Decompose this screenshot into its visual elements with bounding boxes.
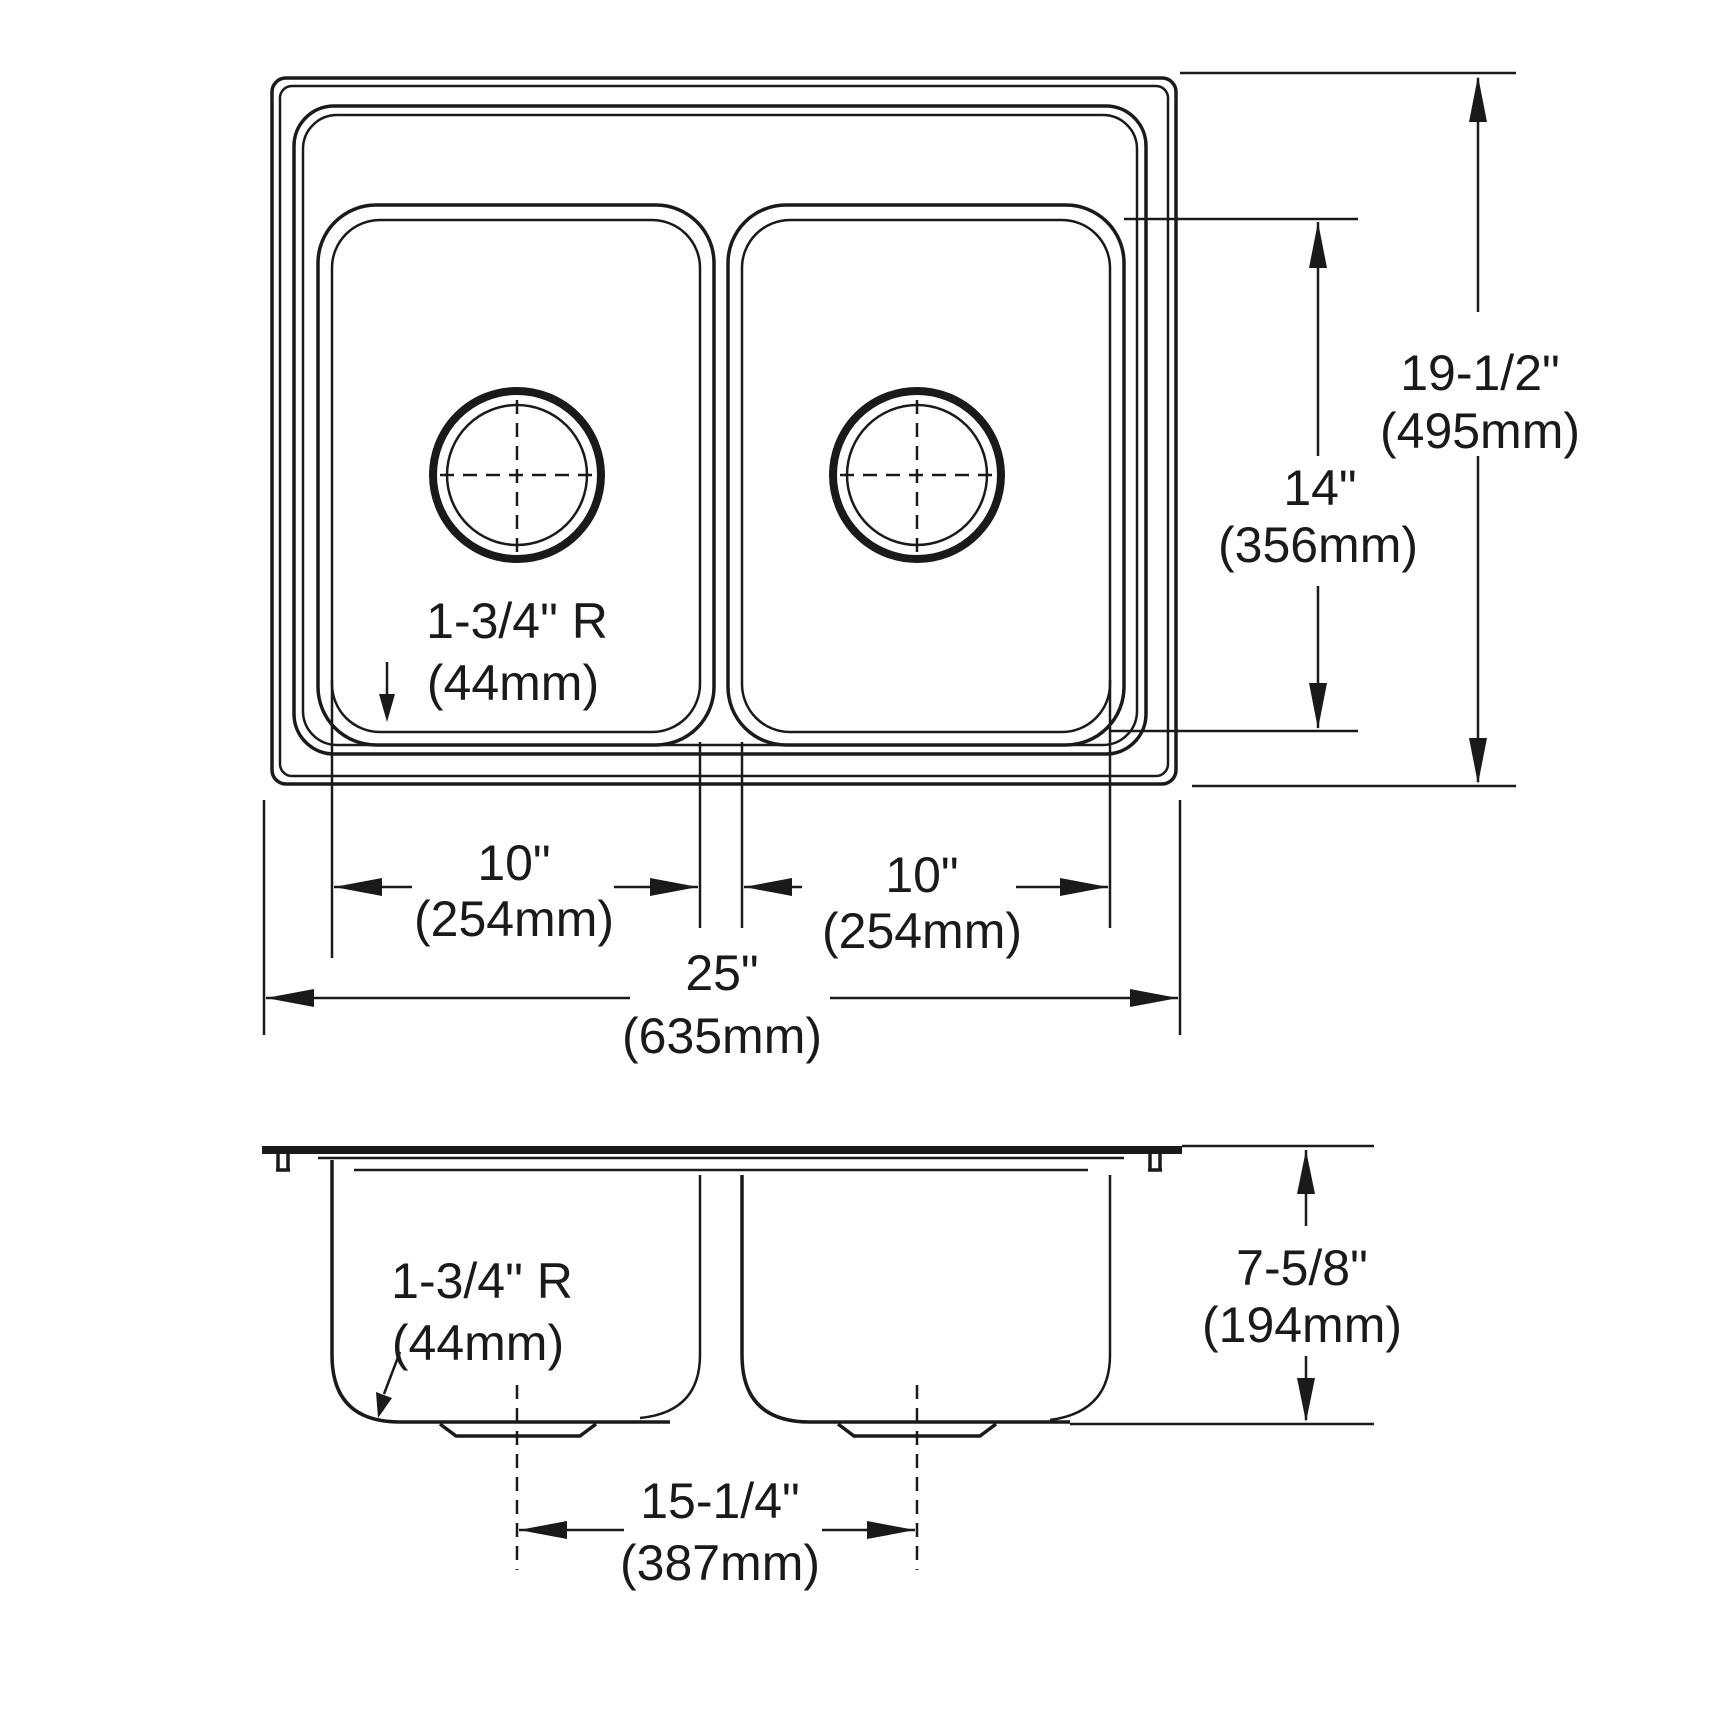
sink-outer-rim-inner-line <box>278 84 1170 778</box>
arrow-left-icon <box>744 878 792 896</box>
sink-deck-inner-line <box>301 113 1139 747</box>
right-mounting-clip-icon <box>1148 1150 1162 1172</box>
arrow-up-icon <box>1309 222 1327 268</box>
arrow-up-icon <box>1469 76 1487 122</box>
drain-spacing-inch: 15-1/4" <box>640 1473 800 1529</box>
bowl-height-mm: (194mm) <box>1202 1297 1402 1353</box>
right-drain-icon <box>829 387 1005 563</box>
left-bowl-outer <box>316 203 716 747</box>
bowl-width-dimensions: 10" (254mm) 10" (254mm) <box>330 680 1112 959</box>
arrow-left-icon <box>334 878 382 896</box>
corner-radius-top-inch: 1-3/4" R <box>426 593 608 649</box>
radius-arrow-icon <box>379 694 395 722</box>
left-bowl-inner <box>330 218 702 734</box>
arrow-right-icon <box>650 878 698 896</box>
arrow-left-icon <box>266 989 314 1007</box>
left-bowl-profile <box>330 1160 670 1424</box>
arrow-down-icon <box>1297 1378 1315 1422</box>
overall-width-mm: (635mm) <box>622 1008 822 1064</box>
corner-radius-side-mm: (44mm) <box>392 1315 564 1371</box>
arrow-down-icon <box>1469 738 1487 784</box>
overall-depth-mm: (495mm) <box>1380 403 1580 459</box>
corner-radius-top-mm: (44mm) <box>427 655 599 711</box>
left-bowl-width-mm: (254mm) <box>414 891 614 947</box>
radius-arrow-icon <box>376 1392 392 1418</box>
corner-radius-side-inch: 1-3/4" R <box>391 1253 573 1309</box>
arrow-down-icon <box>1309 683 1327 729</box>
overall-width-inch: 25" <box>685 945 758 1001</box>
right-bowl-width-mm: (254mm) <box>822 903 1022 959</box>
arrow-right-icon <box>1130 989 1178 1007</box>
side-view: 1-3/4" R (44mm) <box>262 1146 1182 1570</box>
left-drain-icon <box>429 387 605 563</box>
right-bowl-profile <box>740 1175 1070 1424</box>
overall-depth-inch: 19-1/2" <box>1400 345 1560 401</box>
overall-depth-dimension: 19-1/2" (495mm) <box>1180 71 1580 788</box>
drain-spacing-dimension: 15-1/4" (387mm) <box>519 1473 915 1591</box>
left-bowl-width-inch: 10" <box>477 835 550 891</box>
bowl-height-dimension: 7-5/8" (194mm) <box>1070 1144 1402 1426</box>
sink-outer-rim <box>270 76 1178 786</box>
right-bowl-width-inch: 10" <box>885 847 958 903</box>
bowl-depth-mm: (356mm) <box>1218 517 1418 573</box>
overall-width-dimension: 25" (635mm) <box>262 800 1182 1064</box>
top-view: 1-3/4" R (44mm) <box>270 76 1178 786</box>
sink-deck <box>292 104 1148 756</box>
arrow-right-icon <box>867 1521 915 1539</box>
arrow-left-icon <box>519 1521 567 1539</box>
arrow-up-icon <box>1297 1150 1315 1194</box>
right-bowl-outer <box>726 203 1126 747</box>
left-mounting-clip-icon <box>276 1150 290 1172</box>
bowl-depth-inch: 14" <box>1283 460 1356 516</box>
arrow-right-icon <box>1060 878 1108 896</box>
bowl-height-inch: 7-5/8" <box>1236 1240 1368 1296</box>
bowl-depth-dimension: 14" (356mm) <box>1110 217 1418 733</box>
drain-spacing-mm: (387mm) <box>620 1535 820 1591</box>
right-bowl-inner <box>740 218 1112 734</box>
